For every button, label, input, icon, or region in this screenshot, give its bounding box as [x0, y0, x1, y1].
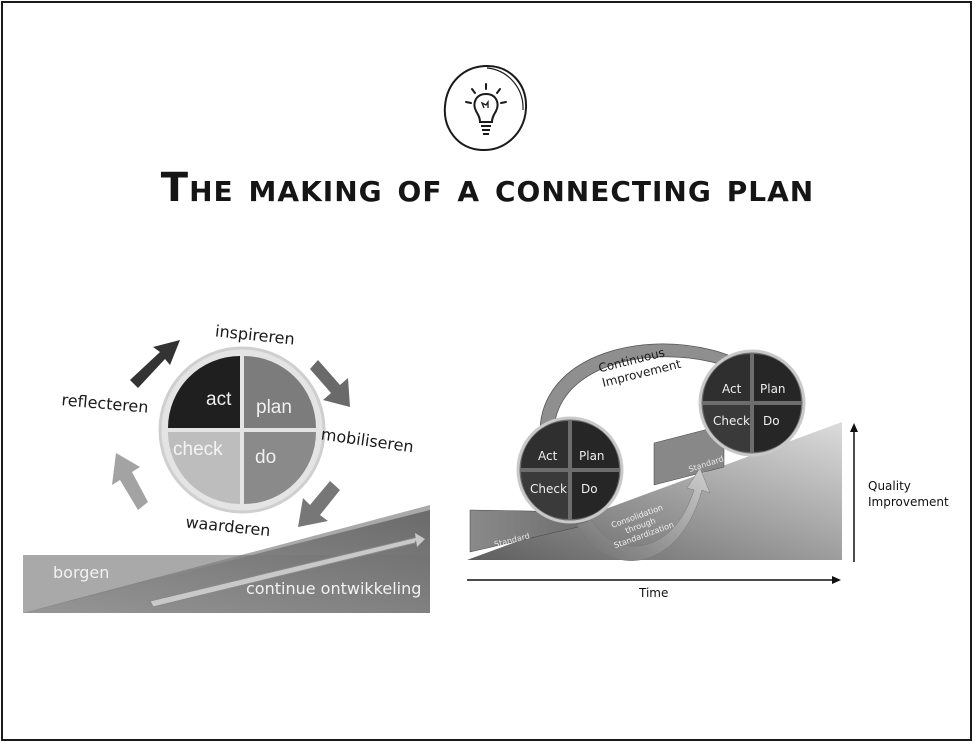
arrow-do-to-check	[298, 481, 340, 527]
quadrant-check-label: check	[173, 439, 223, 460]
standard-wedge-high	[653, 424, 725, 486]
y-axis-label-line1: Quality	[868, 479, 911, 493]
label-inspireren: inspireren	[214, 321, 295, 348]
label-borgen: borgen	[53, 563, 109, 582]
wheel2-check: Check	[713, 414, 750, 428]
quadrant-do	[244, 432, 316, 504]
wheel2-act: Act	[722, 382, 742, 396]
wheel1-check: Check	[530, 482, 567, 496]
lightbulb-icon	[443, 64, 528, 152]
y-axis-label-line2: Improvement	[868, 495, 949, 509]
wheel2-plan: Plan	[760, 382, 786, 396]
label-mobiliseren: mobiliseren	[320, 425, 415, 457]
development-arrow	[149, 536, 419, 608]
wheel2-do: Do	[763, 414, 780, 428]
wheel1-plan: Plan	[579, 449, 605, 463]
quadrant-plan-label: plan	[256, 397, 292, 418]
quadrant-plan	[244, 356, 316, 428]
consolidation-arrow	[576, 467, 711, 561]
quadrant-act	[168, 356, 240, 428]
continuous-improvement-diagram: Act Plan Check Do Act Plan Check Do Cont…	[467, 343, 949, 600]
wheel1-do: Do	[581, 482, 598, 496]
quadrant-check	[168, 432, 240, 504]
wheel1-act: Act	[538, 449, 558, 463]
quadrant-act-label: act	[206, 389, 232, 410]
label-waarderen: waarderen	[185, 512, 272, 540]
pdca-cycle-diagram: act plan check do inspireren mobiliseren…	[23, 321, 430, 613]
quadrant-do-label: do	[255, 447, 276, 468]
x-axis-label: Time	[638, 586, 668, 600]
arrow-plan-to-do	[310, 360, 350, 407]
label-continue-ontwikkeling: continue ontwikkeling	[246, 579, 421, 598]
label-reflecteren: reflecteren	[61, 390, 149, 417]
arrow-act-to-plan	[130, 340, 180, 388]
base-ramp	[23, 505, 430, 613]
arrow-check-to-act	[112, 453, 148, 510]
page-title: The making of a connecting plan	[160, 165, 815, 211]
